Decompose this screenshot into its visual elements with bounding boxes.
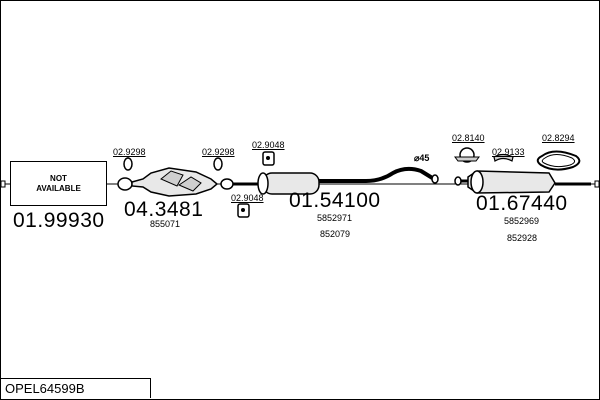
diagram-title: OPEL64599B bbox=[1, 378, 151, 398]
rubber-mount-2 bbox=[237, 203, 250, 218]
middle-oem-number-1: 5852971 bbox=[317, 213, 353, 223]
rear-silencer-drawing bbox=[454, 170, 591, 194]
not-available-box: NOT AVAILABLE bbox=[10, 161, 107, 206]
catalytic-part-code: 04.3481 bbox=[124, 198, 204, 221]
middle-part-code: 01.54100 bbox=[289, 189, 381, 212]
rear-end-marker bbox=[594, 180, 599, 188]
gasket-ring-2 bbox=[213, 157, 223, 171]
ref-mount-1: 02.9048 bbox=[252, 140, 285, 150]
gasket-ring-1 bbox=[123, 157, 133, 171]
rubber-mount-1 bbox=[262, 151, 275, 166]
ref-gasket-1: 02.9298 bbox=[113, 147, 146, 157]
catalytic-oem-number: 855071 bbox=[150, 219, 181, 229]
rear-oem-number-1: 5852969 bbox=[504, 216, 540, 226]
pipe-diameter-label: ⌀45 bbox=[414, 153, 430, 163]
ref-rear-clamp: 02.8140 bbox=[452, 133, 485, 143]
catalytic-converter-drawing bbox=[117, 167, 234, 197]
rear-part-code: 01.67440 bbox=[476, 192, 568, 215]
front-end-marker bbox=[1, 180, 6, 188]
middle-silencer-drawing bbox=[233, 166, 439, 195]
rear-seal-ring-drawing bbox=[536, 150, 581, 171]
ref-gasket-2: 02.9298 bbox=[202, 147, 235, 157]
ref-rear-seal: 02.8294 bbox=[542, 133, 575, 143]
front-part-code: 01.99930 bbox=[13, 209, 105, 232]
not-available-line2: AVAILABLE bbox=[36, 183, 81, 193]
rear-oem-number-2: 852928 bbox=[507, 233, 538, 243]
ref-mount-2: 02.9048 bbox=[231, 193, 264, 203]
not-available-line1: NOT bbox=[50, 173, 67, 183]
ref-rear-gasket: 02.9133 bbox=[492, 147, 525, 157]
rear-clamp-drawing bbox=[454, 147, 480, 163]
rear-gasket-drawing bbox=[493, 153, 514, 162]
middle-oem-number-2: 852079 bbox=[320, 229, 351, 239]
